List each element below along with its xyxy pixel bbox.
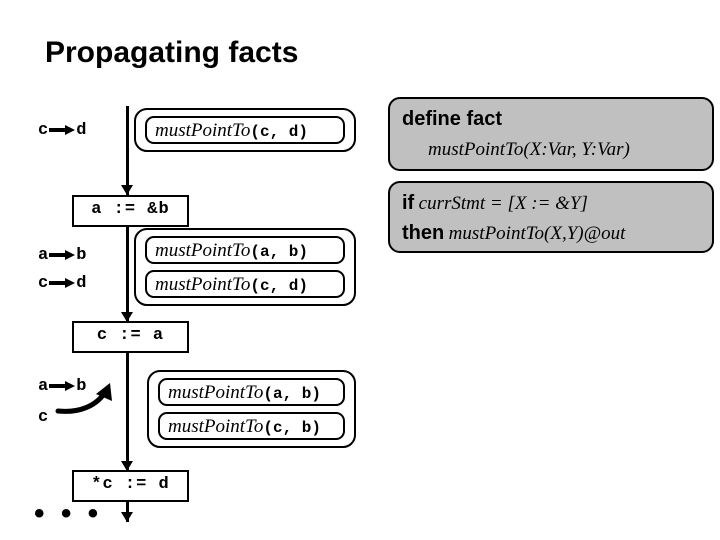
spec-line: define fact <box>402 105 700 135</box>
statement-box-assign-c-a[interactable]: c := a <box>72 321 189 353</box>
points-to-arrow-icon <box>49 124 76 135</box>
fact-predicate-name: mustPointTo <box>155 274 251 295</box>
fact-predicate-name: mustPointTo <box>155 240 251 261</box>
fact-predicate-name: mustPointTo <box>155 120 251 141</box>
spine-arrowhead-2 <box>121 312 133 322</box>
page-title: Propagating facts <box>45 36 299 69</box>
fact-chip[interactable]: mustPointTo(c, d) <box>145 116 345 144</box>
spec-line: if currStmt = [X := &Y] <box>402 189 700 219</box>
spec-fact-signature: mustPointTo(X:Var, Y:Var) <box>428 139 630 160</box>
ptr-node-a: a <box>38 246 49 265</box>
statement-box-assign-addr-b[interactable]: a := &b <box>72 195 189 227</box>
statement-box-store-c-d[interactable]: *c := d <box>72 470 189 502</box>
ptr-node-c: c <box>38 121 49 140</box>
spec-line: mustPointTo(X:Var, Y:Var) <box>402 135 700 165</box>
fact-predicate-name: mustPointTo <box>168 416 264 437</box>
ptr-node-d: d <box>76 274 87 293</box>
ptr-node-c: c <box>38 274 49 293</box>
fact-arguments: (a, b) <box>263 385 321 403</box>
points-to-arrow-icon <box>49 249 76 260</box>
ptr-node-c: c <box>38 408 49 427</box>
ptr-node-b: b <box>76 246 87 265</box>
ptr-node-d: d <box>76 121 87 140</box>
fact-group-1[interactable]: mustPointTo(c, d) <box>134 108 356 152</box>
fact-chip[interactable]: mustPointTo(c, b) <box>158 412 345 440</box>
spec-panel-rule[interactable]: if currStmt = [X := &Y] then mustPointTo… <box>388 181 714 253</box>
curved-points-to-arrow-icon <box>55 383 112 414</box>
ptr-node-a: a <box>38 377 49 396</box>
fact-arguments: (a, b) <box>250 243 308 261</box>
spec-rule-conclusion: mustPointTo(X,Y)@out <box>448 223 626 244</box>
fact-group-2[interactable]: mustPointTo(a, b) mustPointTo(c, d) <box>134 228 356 306</box>
fact-group-3[interactable]: mustPointTo(a, b) mustPointTo(c, b) <box>147 370 356 448</box>
spec-keyword-if: if <box>402 192 415 214</box>
fact-predicate-name: mustPointTo <box>168 382 264 403</box>
spec-line: then mustPointTo(X,Y)@out <box>402 219 700 249</box>
ptr-node-b: b <box>76 377 87 396</box>
fact-arguments: (c, d) <box>250 123 308 141</box>
spec-keyword-then: then <box>402 222 445 244</box>
fact-chip[interactable]: mustPointTo(c, d) <box>145 270 345 298</box>
points-to-arrow-icon <box>49 277 76 288</box>
spec-panel-define-fact[interactable]: define fact mustPointTo(X:Var, Y:Var) <box>388 97 714 171</box>
ellipsis-marker: • • • <box>34 497 103 530</box>
spec-rule-condition: currStmt = [X := &Y] <box>418 193 588 214</box>
fact-arguments: (c, b) <box>263 419 321 437</box>
spec-keyword: define fact <box>402 108 503 130</box>
spine-arrowhead-3 <box>121 461 133 471</box>
spine-arrowhead-4 <box>121 512 133 522</box>
spine-arrowhead-1 <box>121 185 133 195</box>
pointer-state-3-edge-2: c <box>38 408 48 428</box>
fact-arguments: (c, d) <box>250 277 308 295</box>
fact-chip[interactable]: mustPointTo(a, b) <box>145 236 345 264</box>
points-to-arrow-icon <box>49 380 76 391</box>
fact-chip[interactable]: mustPointTo(a, b) <box>158 378 345 406</box>
